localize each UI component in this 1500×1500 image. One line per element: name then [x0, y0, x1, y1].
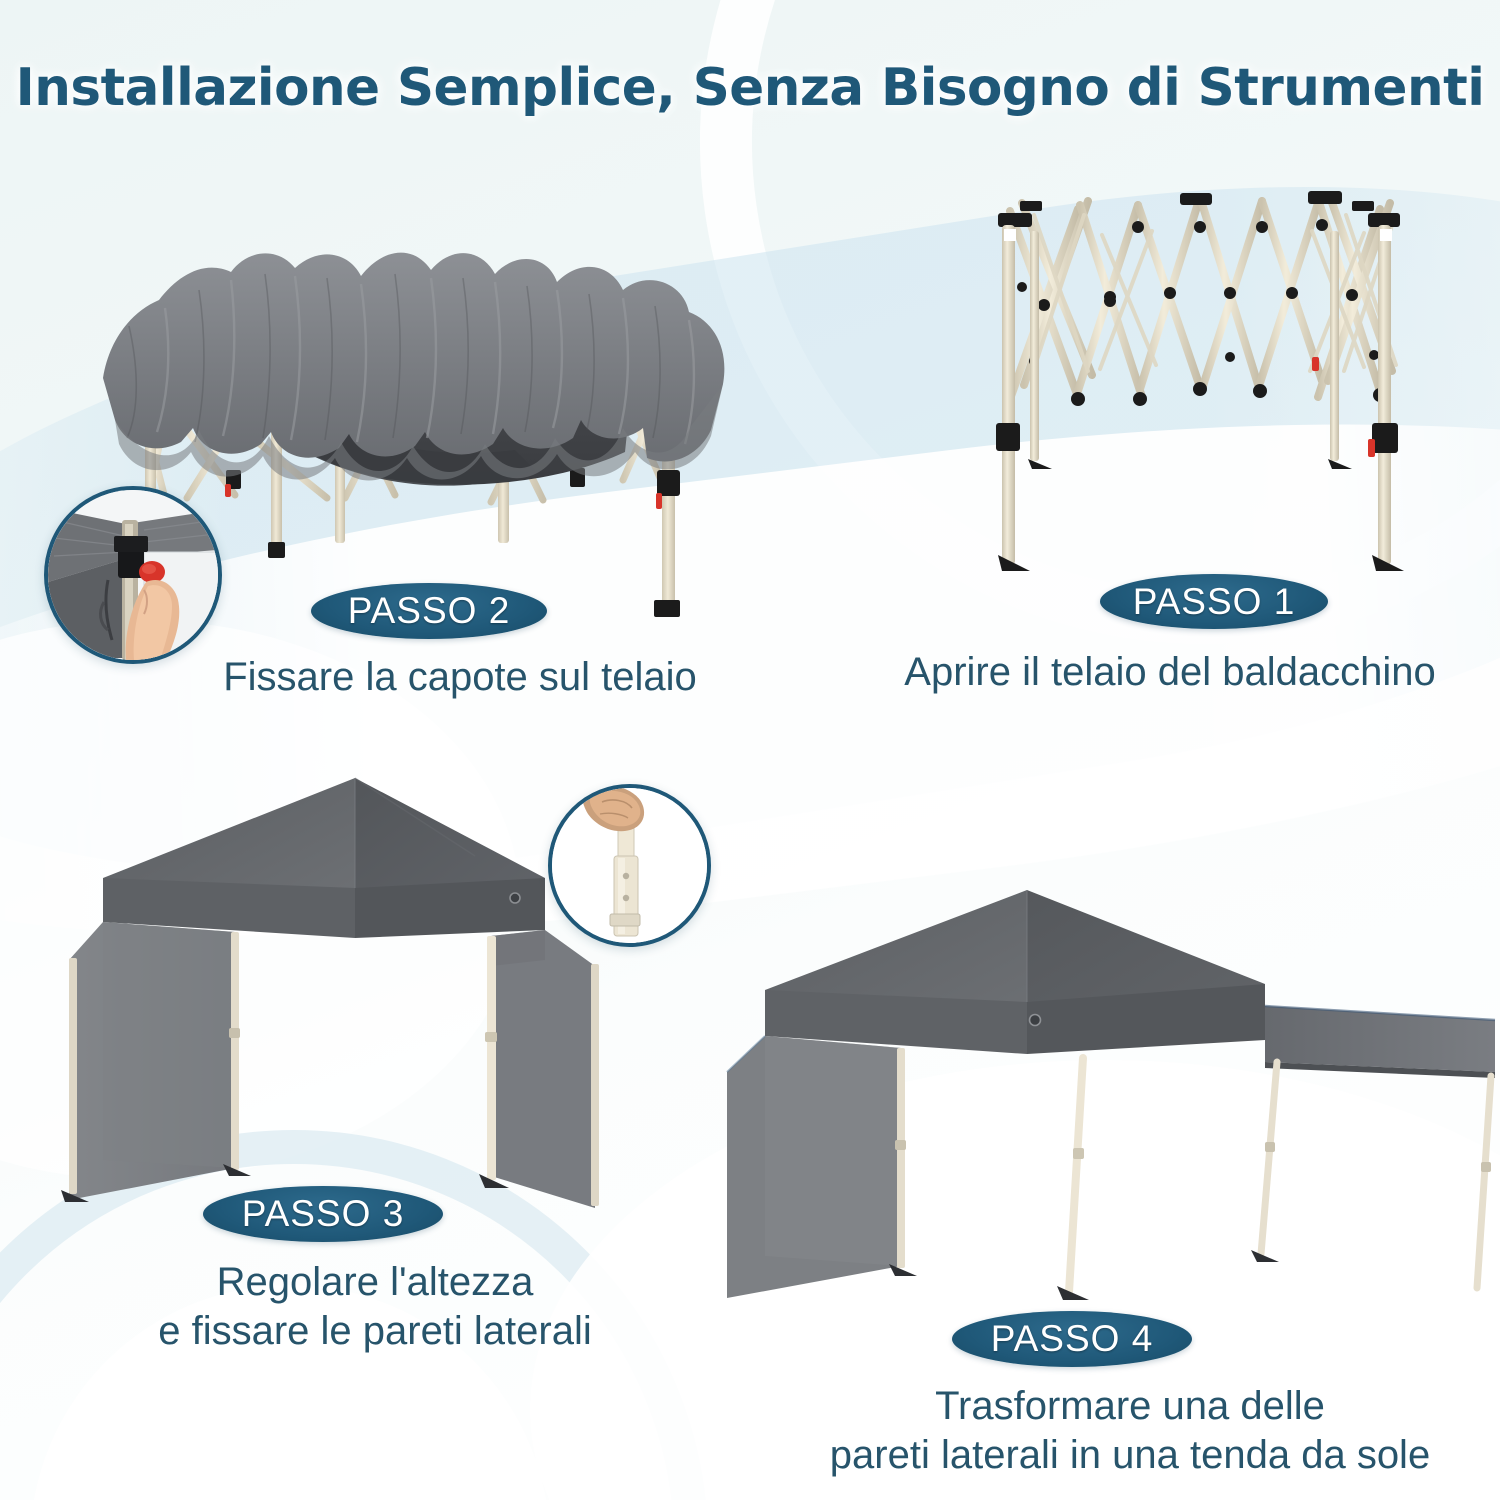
step-2-badge: PASSO 2 [311, 583, 547, 639]
step-3-artwork [55, 760, 685, 1208]
step-2-badge-label: PASSO 2 [347, 590, 511, 631]
step-4-badge-label: PASSO 4 [990, 1318, 1154, 1359]
step-3-badge: PASSO 3 [203, 1186, 443, 1242]
step-4-caption: Trasformare una delle pareti laterali in… [829, 1384, 1431, 1477]
step-1-artwork [960, 175, 1430, 585]
page-title: Installazione Semplice, Senza Bisogno di… [15, 58, 1485, 118]
step-1-badge: PASSO 1 [1100, 574, 1328, 629]
step-2-inset-hand-clipping-canopy [44, 486, 222, 664]
step-1-caption: Aprire il telaio del baldacchino [904, 650, 1436, 694]
step-3-badge-label: PASSO 3 [241, 1193, 405, 1234]
step-4-artwork [705, 862, 1496, 1302]
step-2-artwork [95, 230, 735, 630]
step-4-badge: PASSO 4 [952, 1311, 1192, 1367]
step-1-badge-label: PASSO 1 [1132, 580, 1296, 622]
step-2-caption: Fissare la capote sul telaio [223, 655, 697, 699]
step-3-inset-hand-adjusting-leg [548, 784, 711, 947]
step-3-caption: Regolare l'altezza e fissare le pareti l… [158, 1260, 592, 1353]
